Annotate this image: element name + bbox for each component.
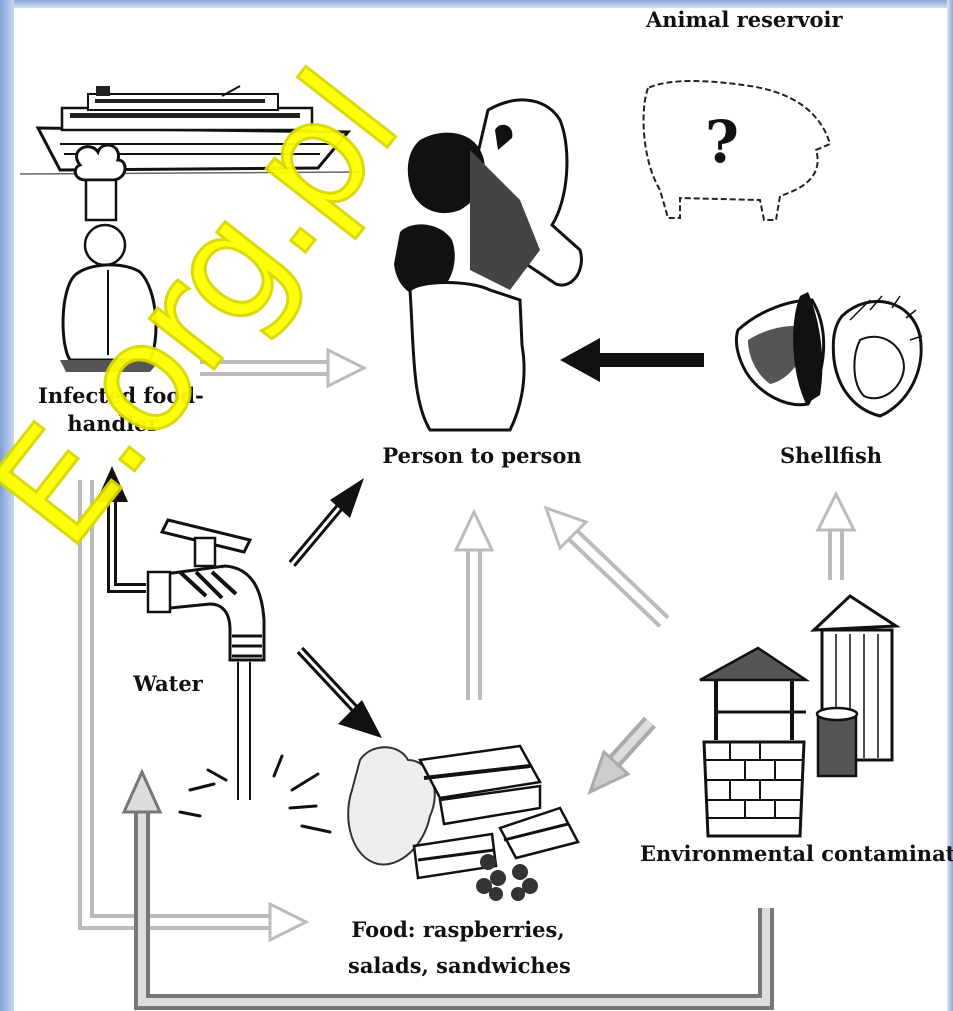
label-environmental-contamination: Environmental contamination <box>640 840 946 868</box>
outhouse-icon <box>814 596 896 776</box>
arrow-water-to-person <box>292 478 364 564</box>
label-food-line-2: salads, sandwiches <box>348 952 568 980</box>
arrow-water-to-handler <box>96 466 146 588</box>
label-shellfish: Shellfish <box>766 442 896 470</box>
arrow-food-to-person <box>456 512 492 700</box>
arrow-shellfish-to-person <box>560 338 704 382</box>
people-embrace-icon <box>394 100 581 430</box>
label-animal-reservoir: Animal reservoir <box>646 6 836 34</box>
cruise-ship-icon <box>20 86 360 174</box>
well-icon <box>700 648 806 836</box>
arrow-environment-to-food <box>590 722 650 792</box>
label-food-line-1: Food: raspberries, <box>348 916 568 944</box>
arrow-water-to-food <box>300 650 382 738</box>
arrow-environment-to-shellfish <box>818 494 854 580</box>
food-icon <box>348 746 578 901</box>
label-infected-food-handler-1: Infected food- <box>38 382 188 410</box>
label-water: Water <box>118 670 218 698</box>
food-handler-icon <box>60 145 160 372</box>
pig-icon: ? <box>644 81 830 220</box>
label-infected-food-handler-2: handler <box>38 410 188 438</box>
label-person-to-person: Person to person <box>382 442 582 470</box>
shellfish-icon <box>736 292 922 416</box>
question-mark: ? <box>705 108 739 176</box>
arrow-handler-to-person <box>200 350 364 386</box>
arrow-environment-to-person <box>546 508 664 622</box>
